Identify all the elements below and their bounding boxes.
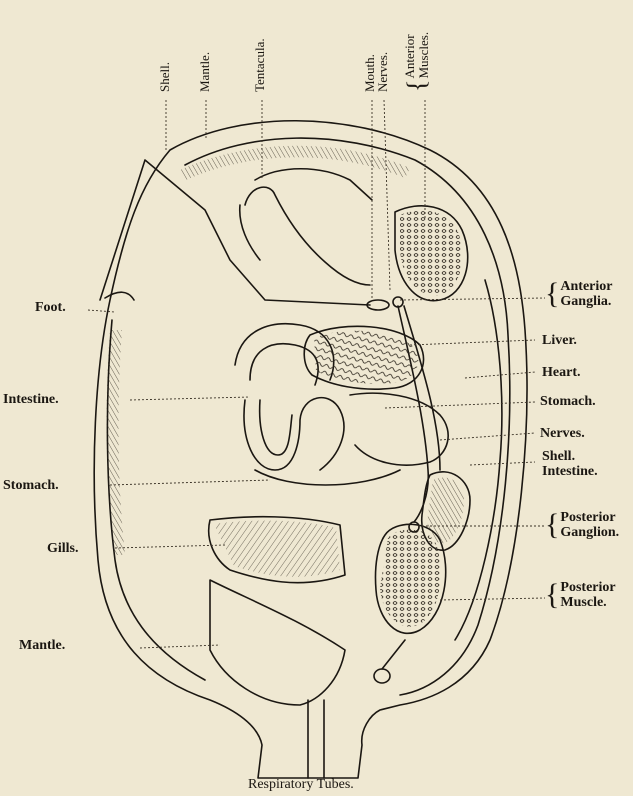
brace-icon: { bbox=[545, 580, 559, 610]
label-posterior-muscle: { Posterior Muscle. bbox=[545, 580, 616, 610]
brace-icon: { bbox=[545, 279, 559, 309]
label-heart: Heart. bbox=[542, 365, 580, 380]
label-shell-right: Shell. bbox=[542, 449, 575, 464]
label-stomach-right: Stomach. bbox=[540, 394, 596, 409]
brace-icon: { bbox=[545, 510, 559, 540]
label-tentacula: Tentacula. bbox=[253, 38, 267, 92]
label-mantle-left: Mantle. bbox=[19, 638, 65, 653]
label-mantle-top: Mantle. bbox=[198, 52, 212, 92]
label-anterior-ganglia: { Anterior Ganglia. bbox=[545, 279, 613, 309]
label-stomach-left: Stomach. bbox=[3, 478, 59, 493]
label-foot: Foot. bbox=[35, 300, 66, 315]
shell-outline bbox=[94, 121, 527, 778]
label-intestine-right: Intestine. bbox=[542, 464, 598, 479]
label-gills: Gills. bbox=[47, 541, 79, 556]
label-nerves-top: Nerves. bbox=[376, 52, 390, 92]
label-posterior-ganglion: { Posterior Ganglion. bbox=[545, 510, 619, 540]
label-anterior-muscles: { Anterior Muscles. bbox=[403, 32, 431, 92]
caption-respiratory-tubes: Respiratory Tubes. bbox=[248, 777, 354, 792]
label-liver: Liver. bbox=[542, 333, 577, 348]
label-intestine-left: Intestine. bbox=[3, 392, 59, 407]
label-shell-top: Shell. bbox=[158, 62, 172, 92]
brace-icon: { bbox=[404, 80, 430, 92]
label-nerves-right: Nerves. bbox=[540, 426, 585, 441]
